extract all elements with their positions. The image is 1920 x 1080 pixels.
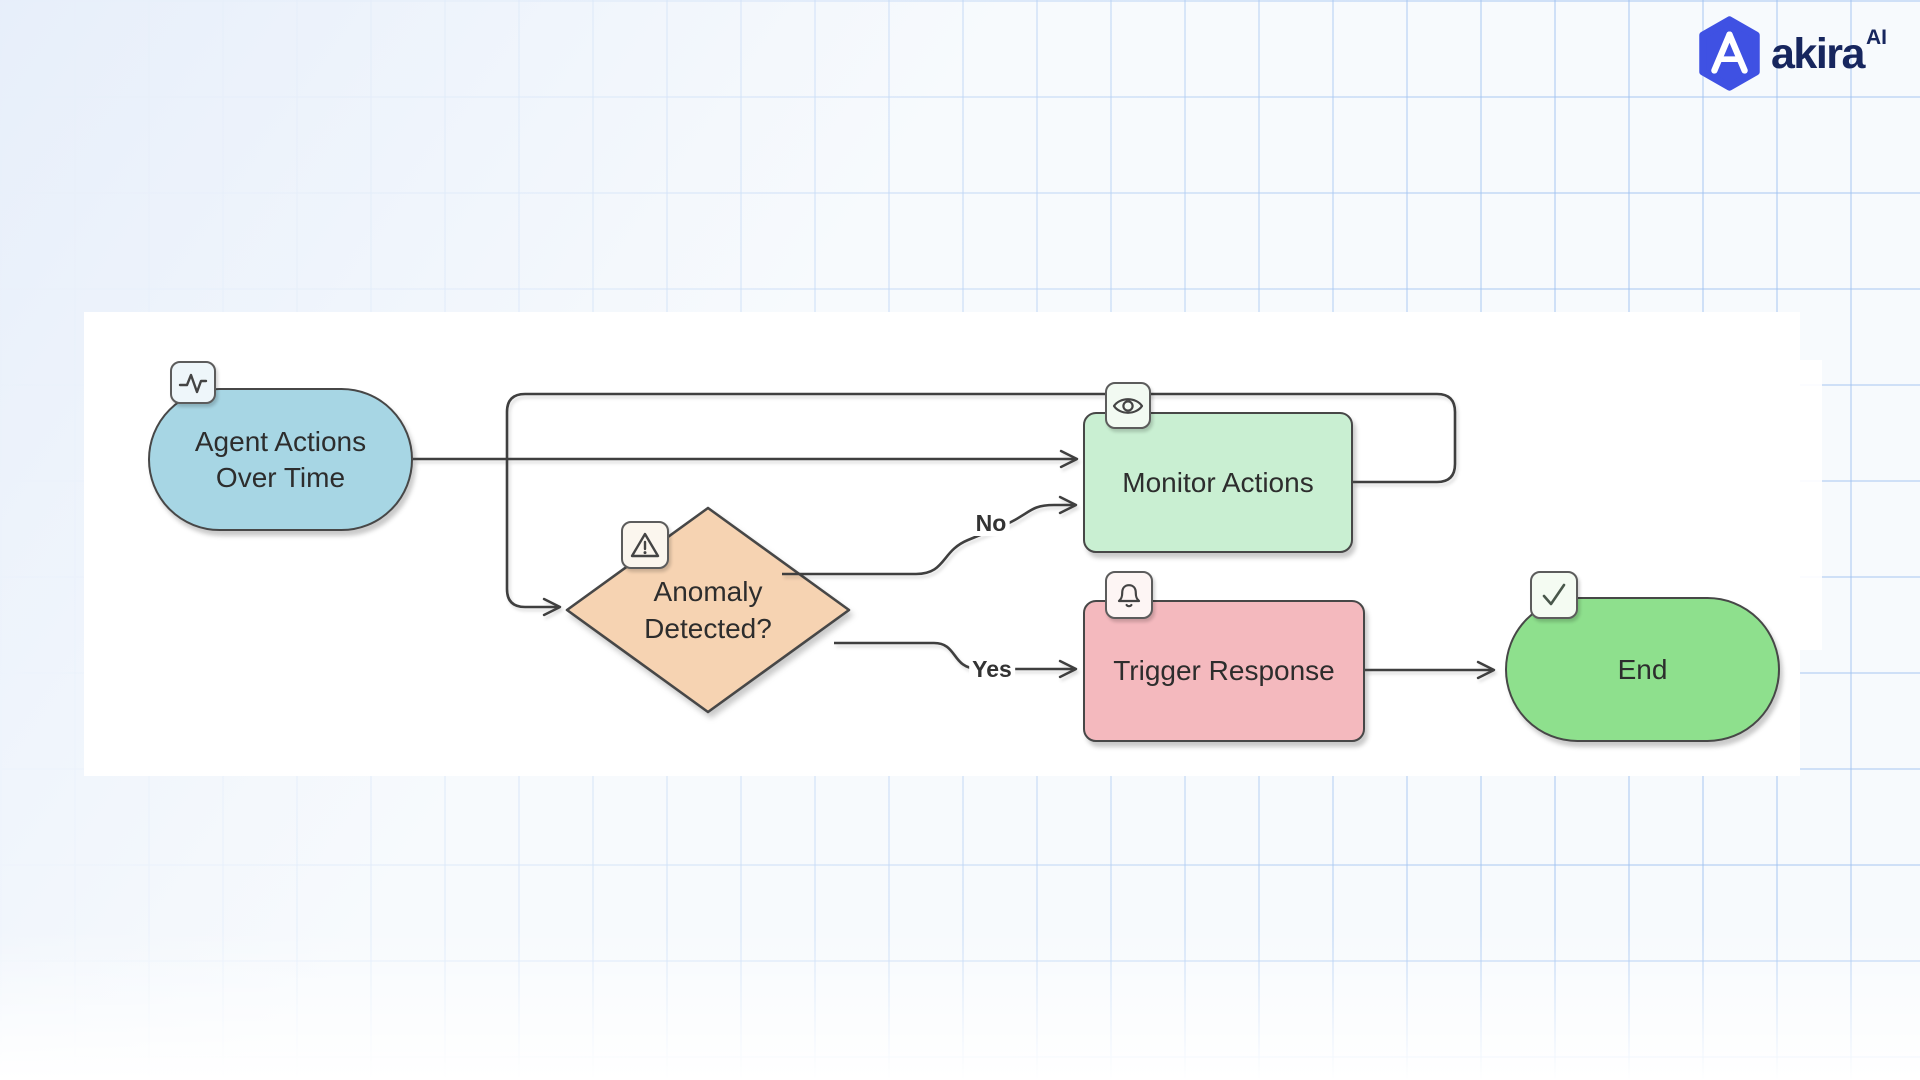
node-agent-actions: Agent Actions Over Time (148, 388, 413, 531)
check-icon (1538, 580, 1570, 610)
node-monitor-label: Monitor Actions (1122, 466, 1314, 498)
edge-decision-no-to-monitor (782, 495, 1078, 576)
edge-label-yes: Yes (969, 656, 1015, 682)
edge-decision-yes-to-trigger (834, 641, 1078, 679)
node-agent-label-line2: Over Time (215, 461, 346, 493)
end-badge (1530, 571, 1578, 619)
bell-icon (1113, 579, 1145, 611)
eye-icon (1111, 393, 1145, 419)
agent-badge (170, 361, 216, 404)
warning-icon (629, 530, 661, 560)
monitor-badge (1105, 382, 1151, 429)
decision-label-line2: Detected? (644, 613, 772, 644)
node-end-label: End (1617, 653, 1668, 685)
edge-label-no: No (972, 510, 1010, 536)
flowchart-panel-extension (1800, 360, 1822, 650)
brand-name: akiraAI (1771, 26, 1887, 78)
pulse-icon (177, 369, 209, 397)
brand-logo: akiraAI (1698, 16, 1887, 96)
akira-logo-icon (1698, 16, 1761, 96)
node-trigger-label: Trigger Response (1113, 655, 1335, 686)
brand-superscript: AI (1865, 26, 1887, 49)
node-agent-label-line1: Agent Actions (194, 425, 367, 457)
decision-label-line1: Anomaly (653, 576, 763, 607)
trigger-badge (1105, 571, 1153, 619)
node-trigger-response: Trigger Response (1083, 600, 1365, 742)
edge-monitor-to-decision-loop (505, 392, 1457, 617)
node-monitor-actions: Monitor Actions (1083, 412, 1353, 553)
node-end: End (1505, 597, 1780, 742)
node-anomaly-decision-label: Anomaly Detected? (567, 508, 849, 712)
decision-badge (621, 521, 669, 569)
